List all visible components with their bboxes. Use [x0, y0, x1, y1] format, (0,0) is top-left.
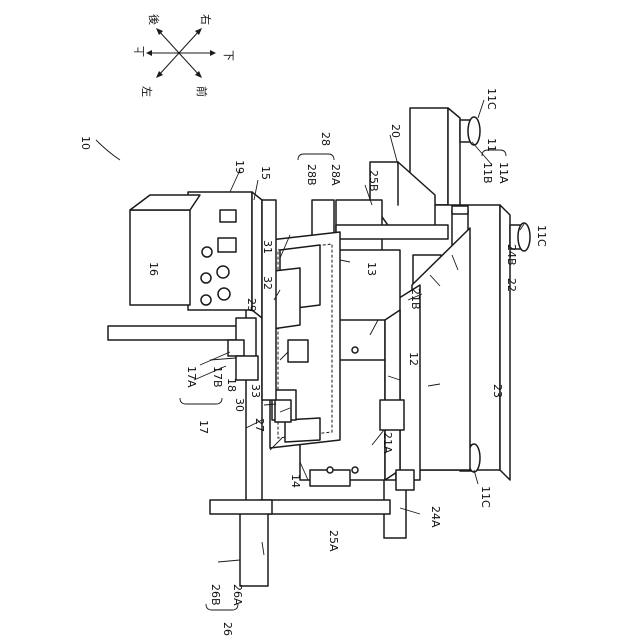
label-17: 17: [197, 420, 210, 434]
label-28: 28: [319, 132, 332, 146]
label-25B: 25B: [367, 170, 380, 192]
label-25A: 25A: [327, 530, 340, 552]
label-22: 22: [505, 278, 518, 292]
label-28A: 28A: [329, 164, 342, 186]
label-17B: 17B: [211, 366, 224, 388]
label-29: 29: [245, 298, 258, 312]
machine-drawing: [108, 108, 530, 586]
compass-right-label: 右: [199, 14, 213, 25]
label-11C-mid: 11C: [535, 225, 548, 247]
compass-up-label: 上: [133, 46, 146, 57]
beam-16: [130, 195, 200, 305]
label-11C-bot: 11C: [479, 486, 492, 508]
label-11C-top: 11C: [485, 88, 498, 110]
direction-compass: 上 下 後 右 左 前: [133, 14, 235, 97]
label-26: 26: [221, 622, 234, 636]
label-17A: 17A: [185, 366, 198, 388]
label-28B: 28B: [305, 164, 318, 186]
label-21B: 21B: [409, 288, 422, 310]
label-15: 15: [259, 166, 272, 180]
label-26A: 26A: [231, 584, 244, 606]
label-18: 18: [225, 378, 238, 392]
label-11A: 11A: [497, 162, 510, 184]
label-10: 10: [79, 136, 92, 150]
label-20: 20: [389, 124, 402, 138]
part-21A: [380, 400, 404, 430]
label-32: 32: [261, 276, 274, 290]
label-23: 23: [491, 384, 504, 398]
column-15: [262, 200, 276, 400]
label-24B: 24B: [505, 244, 518, 266]
label-33: 33: [249, 384, 262, 398]
compass-back-label: 後: [147, 14, 161, 25]
compass-left-label: 左: [140, 86, 153, 97]
label-30: 30: [233, 398, 246, 412]
compass-down-label: 下: [222, 50, 235, 61]
label-24A: 24A: [429, 506, 442, 528]
compass-front-label: 前: [195, 86, 209, 97]
beam-25A: [260, 500, 390, 514]
label-12: 12: [407, 352, 420, 366]
label-19: 19: [233, 160, 246, 174]
label-27: 27: [253, 418, 266, 432]
label-26B: 26B: [209, 584, 222, 606]
label-13: 13: [365, 262, 378, 276]
label-21A: 21A: [381, 432, 394, 454]
label-31: 31: [261, 240, 274, 254]
arm-17: [108, 318, 258, 380]
label-14: 14: [289, 474, 302, 488]
label-11B: 11B: [481, 162, 494, 184]
label-16: 16: [147, 262, 160, 276]
